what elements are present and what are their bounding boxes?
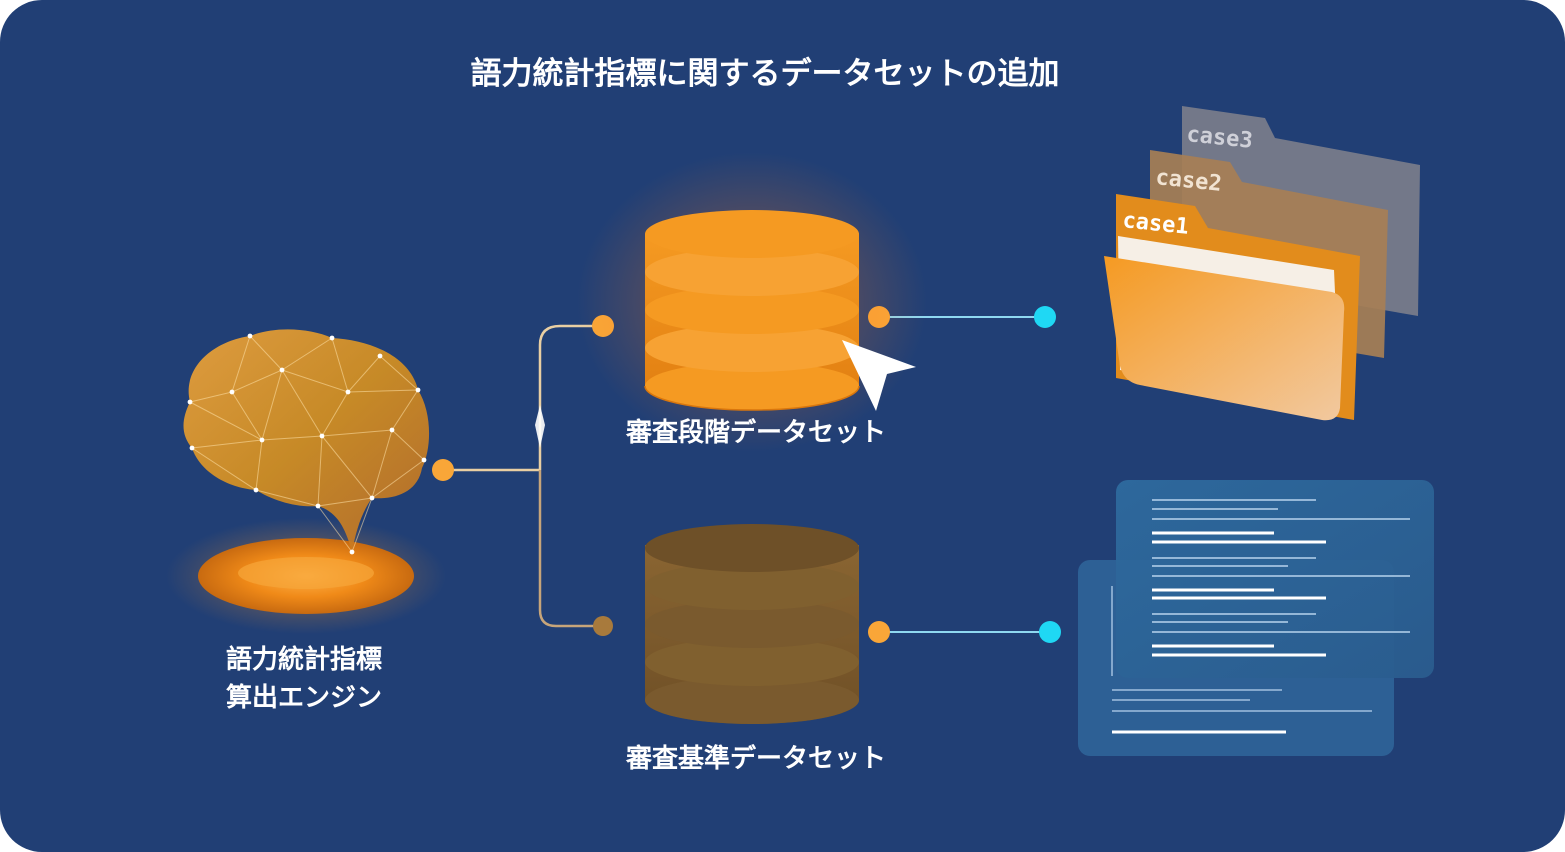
document-front-icon [1116, 480, 1434, 678]
diagram-title: 語力統計指標に関するデータセットの追加 [471, 56, 1060, 92]
review-stage-label: 審査段階データセット [625, 417, 886, 448]
engine-label-line2: 算出エンジン [226, 682, 382, 713]
brain-icon [183, 329, 430, 555]
review-stage-database-icon [577, 152, 927, 452]
cursor-pointer-icon [842, 340, 916, 411]
connector-lines [443, 316, 1050, 633]
engine-pad [166, 518, 446, 634]
engine-label-line1: 語力統計指標 [226, 644, 382, 675]
review-criteria-label: 審査基準データセット [625, 743, 886, 774]
review-criteria-database-icon [645, 524, 859, 724]
case1-folder-icon: case1 [1104, 194, 1360, 421]
